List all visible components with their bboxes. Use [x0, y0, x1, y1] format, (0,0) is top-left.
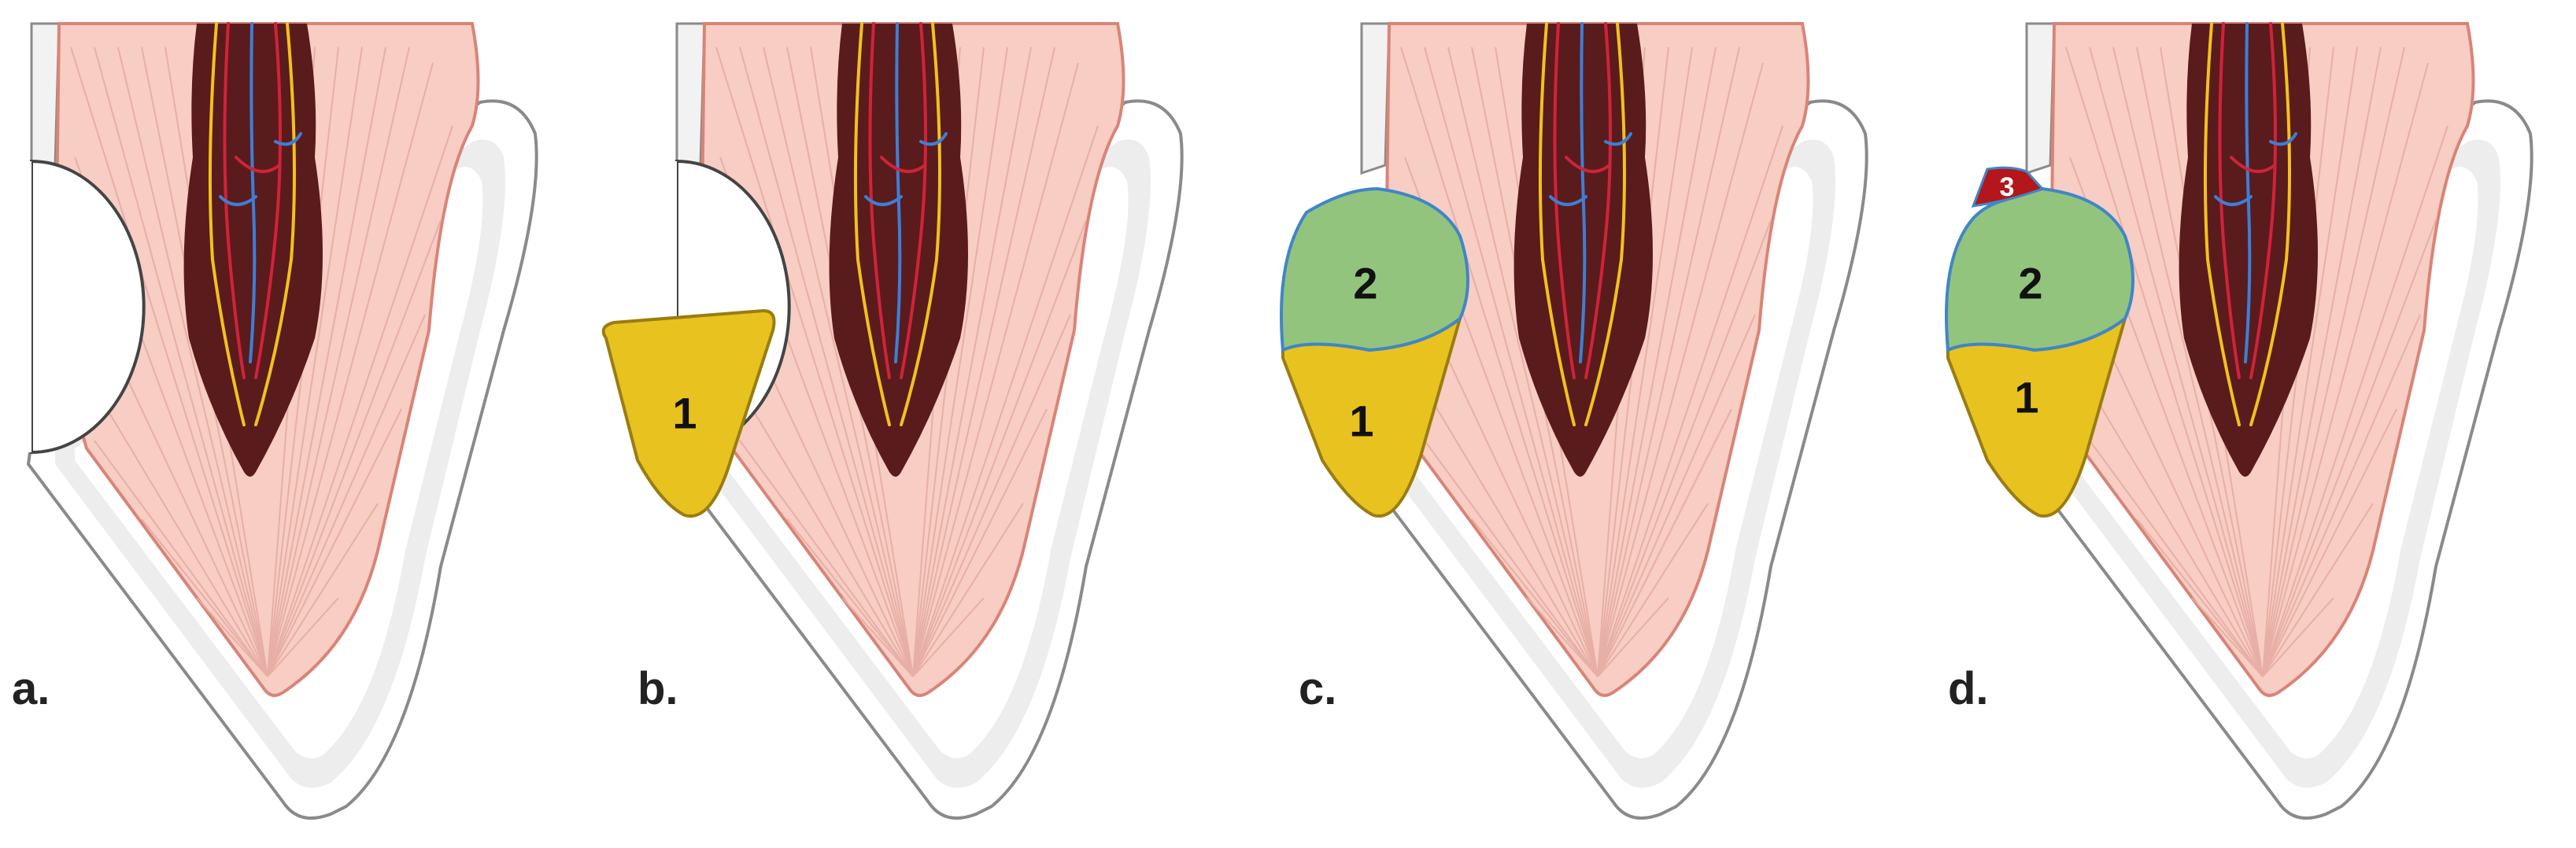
panel-label-c: c.: [1299, 663, 1336, 714]
restoration-layer-1: [601, 308, 776, 518]
panel-a: a.: [0, 22, 538, 820]
cavity: [30, 159, 146, 455]
panel-c: 2 1 c.: [1280, 22, 1868, 820]
panel-b: 1 b.: [601, 22, 1184, 820]
layer-number-3: 3: [2000, 172, 2015, 202]
layer-number-1: 1: [1349, 396, 1373, 446]
panel-label-b: b.: [638, 663, 678, 714]
panel-label-a: a.: [12, 663, 50, 714]
restoration-layer-3: [1971, 166, 2045, 208]
layer-number-2: 2: [2018, 259, 2042, 308]
layer-number-2: 2: [1353, 259, 1377, 308]
restoration-layer-2: [1945, 186, 2134, 353]
restoration-layer-2: [1280, 186, 1469, 353]
layer-number-1: 1: [2014, 373, 2038, 422]
layer-number-1: 1: [672, 389, 697, 438]
panel-label-d: d.: [1948, 663, 1989, 714]
panel-d: 3 2 1 d.: [1945, 22, 2533, 820]
